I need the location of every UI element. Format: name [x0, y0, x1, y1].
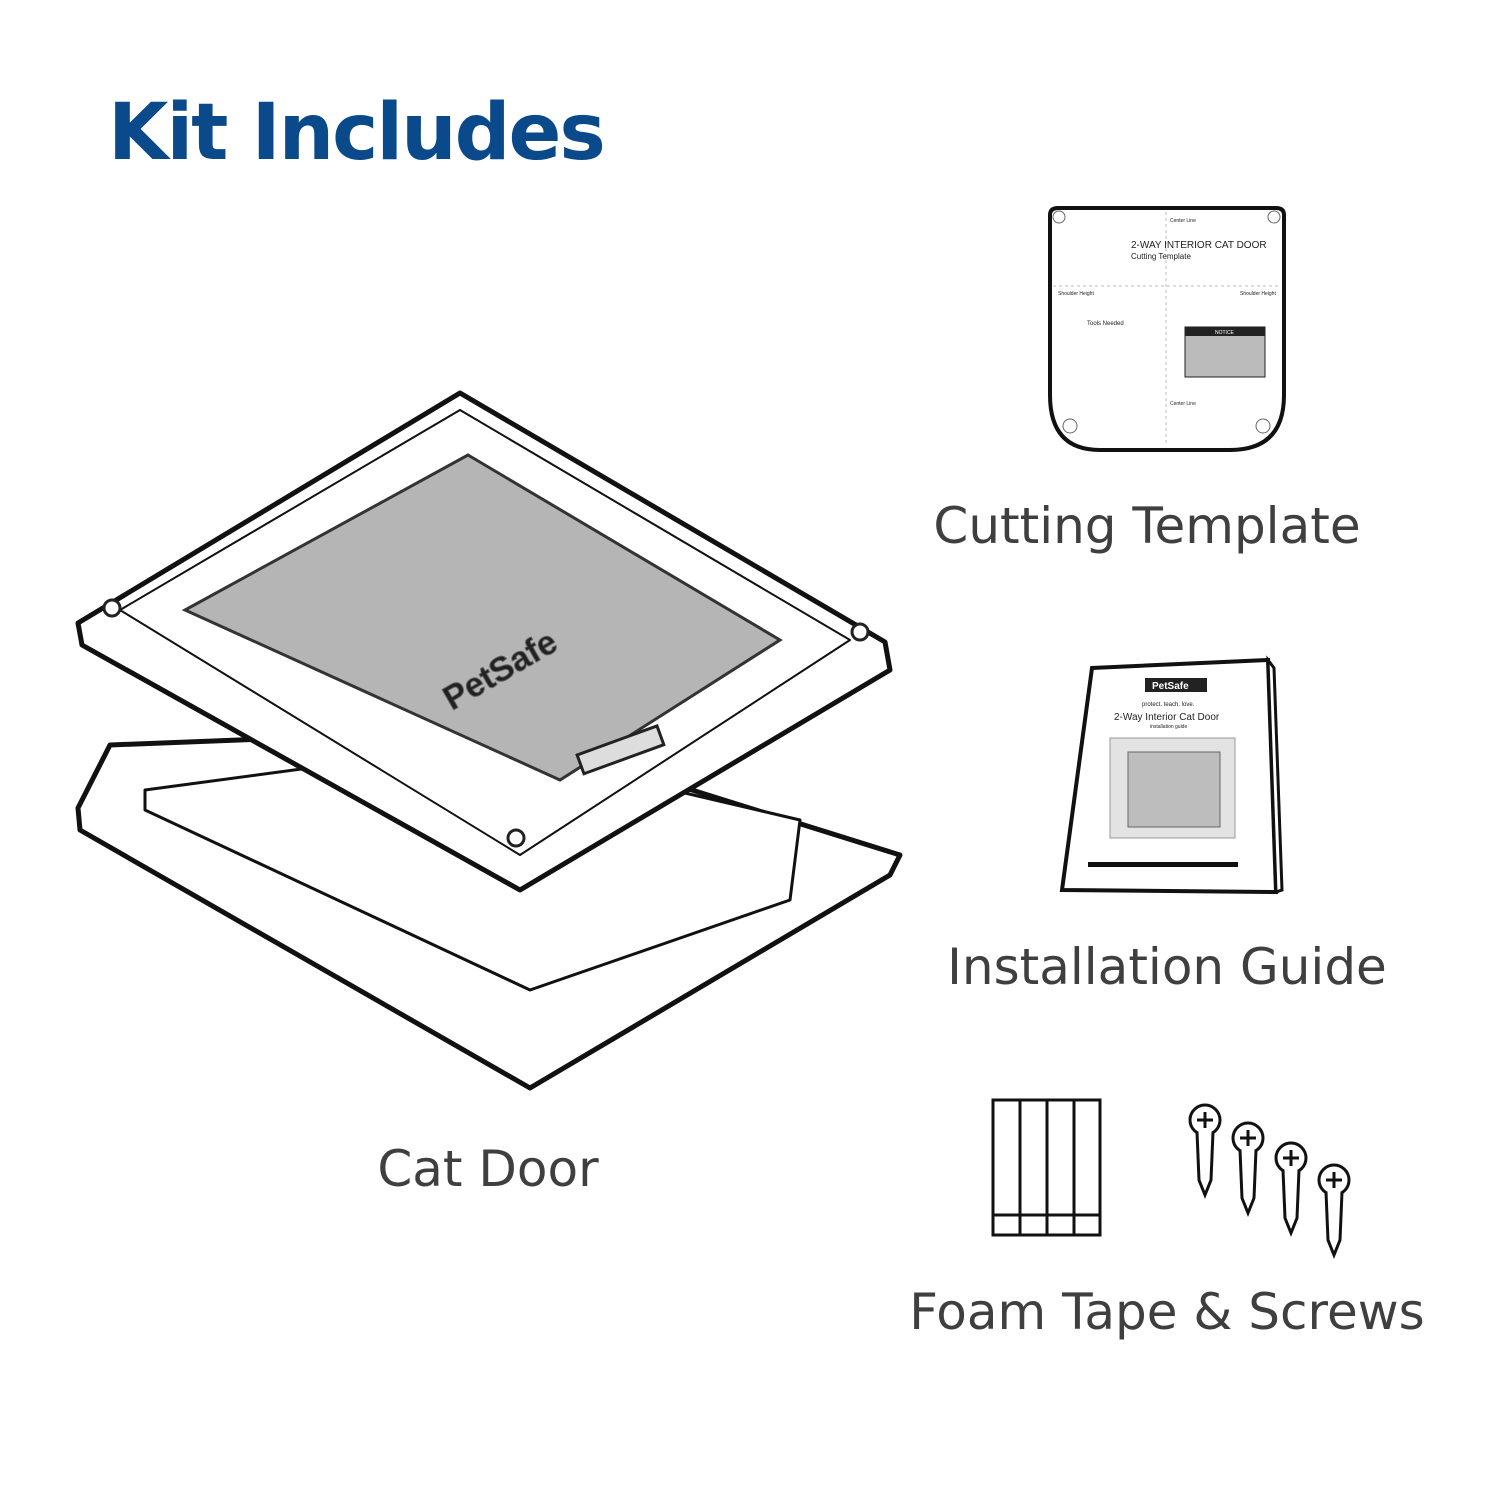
svg-text:2-WAY INTERIOR CAT DOOR: 2-WAY INTERIOR CAT DOOR: [1131, 240, 1267, 251]
svg-text:Center Line: Center Line: [1170, 218, 1196, 224]
installation-guide-label: Installation Guide: [947, 938, 1387, 996]
installation-guide: PetSafe protect. teach. love. 2-Way Inte…: [1059, 655, 1284, 895]
cutting-template-label: Cutting Template: [933, 497, 1361, 555]
screws: [1188, 1103, 1351, 1260]
svg-text:Tools Needed: Tools Needed: [1087, 321, 1124, 327]
foam-tape: [991, 1098, 1102, 1237]
page-title: Kit Includes: [108, 88, 606, 178]
svg-text:PetSafe: PetSafe: [1152, 681, 1189, 692]
svg-text:NOTICE: NOTICE: [1215, 330, 1235, 336]
cat-door-flap: [181, 453, 783, 782]
svg-text:Shoulder Height: Shoulder Height: [1058, 291, 1094, 297]
cutting-template: Center Line 2-WAY INTERIOR CAT DOOR Cutt…: [1048, 206, 1286, 452]
svg-text:Shoulder Height: Shoulder Height: [1240, 291, 1276, 297]
svg-text:installation guide: installation guide: [1150, 724, 1187, 730]
cat-door-label: Cat Door: [377, 1140, 599, 1198]
foam-tape-screws-label: Foam Tape & Screws: [909, 1283, 1425, 1341]
svg-text:Center Line: Center Line: [1170, 401, 1196, 407]
svg-text:2-Way Interior Cat Door: 2-Way Interior Cat Door: [1114, 712, 1220, 723]
svg-text:Cutting Template: Cutting Template: [1131, 252, 1191, 261]
svg-text:protect. teach. love.: protect. teach. love.: [1142, 702, 1195, 708]
